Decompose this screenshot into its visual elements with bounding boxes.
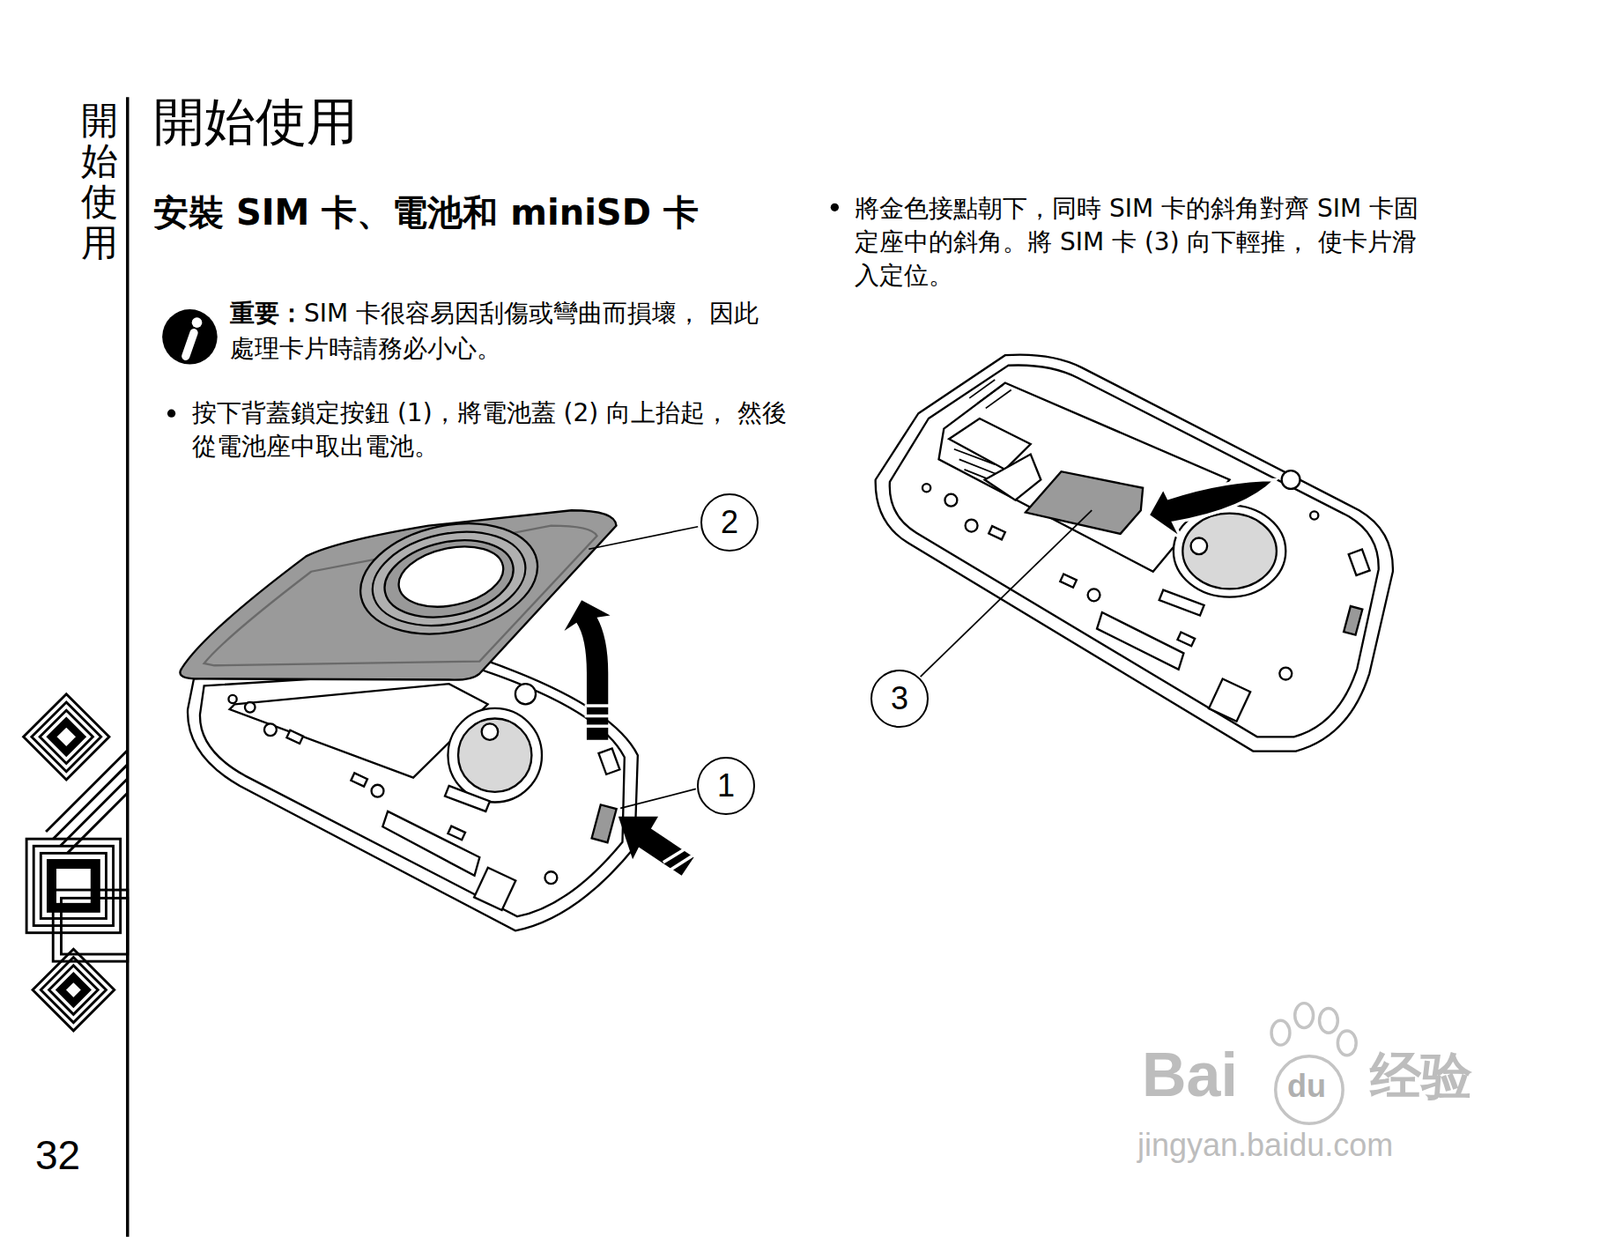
watermark-text: du [1287,1070,1326,1103]
callout-label: 3 [890,682,909,715]
info-icon [162,309,218,365]
phone-battery-cover-figure [187,658,638,931]
step-text: 將金色接點朝下，同時 SIM 卡的斜角對齊 SIM 卡固定座中的斜角。將 SIM… [854,192,1428,293]
page-title: 開始使用 [153,91,358,154]
callout-number: 2 [700,493,759,552]
leader-line [588,526,698,549]
side-title: 開始使用 [81,100,119,264]
decor-pattern [23,694,128,1031]
side-rule [125,96,129,1237]
section-heading: 安裝 SIM 卡、電池和 miniSD 卡 [153,195,699,230]
watermark-text: Bai [1141,1044,1238,1106]
page-number: 32 [35,1138,81,1172]
phone-sim-figure [875,355,1393,752]
watermark-text: 经验 [1370,1050,1473,1102]
watermark-url: jingyan.baidu.com [1137,1129,1393,1162]
sim-card [1025,471,1143,534]
lift-arrow [563,600,610,741]
note-block: 重要：SIM 卡很容易因刮傷或彎曲而損壞， 因此處理卡片時請務必小心。 [229,296,777,367]
callout-label: 1 [717,770,735,802]
callout-number: 1 [696,756,756,815]
push-arrow [618,816,696,876]
bullet-dot [167,409,176,418]
note-text: SIM 卡很容易因刮傷或彎曲而損壞， 因此處理卡片時請務必小心。 [229,298,759,363]
leader-line [620,788,697,808]
bullet-dot [830,203,839,212]
battery-cover [179,508,616,681]
watermark-paw [1271,1003,1356,1125]
step-text: 按下背蓋鎖定按鈕 (1)，將電池蓋 (2) 向上抬起， 然後從電池座中取出電池。 [192,396,800,464]
callout-label: 2 [720,506,739,539]
note-label: 重要： [229,298,304,328]
insert-arrow [1148,479,1276,539]
callout-number: 3 [870,669,929,728]
leader-line [920,510,1093,677]
